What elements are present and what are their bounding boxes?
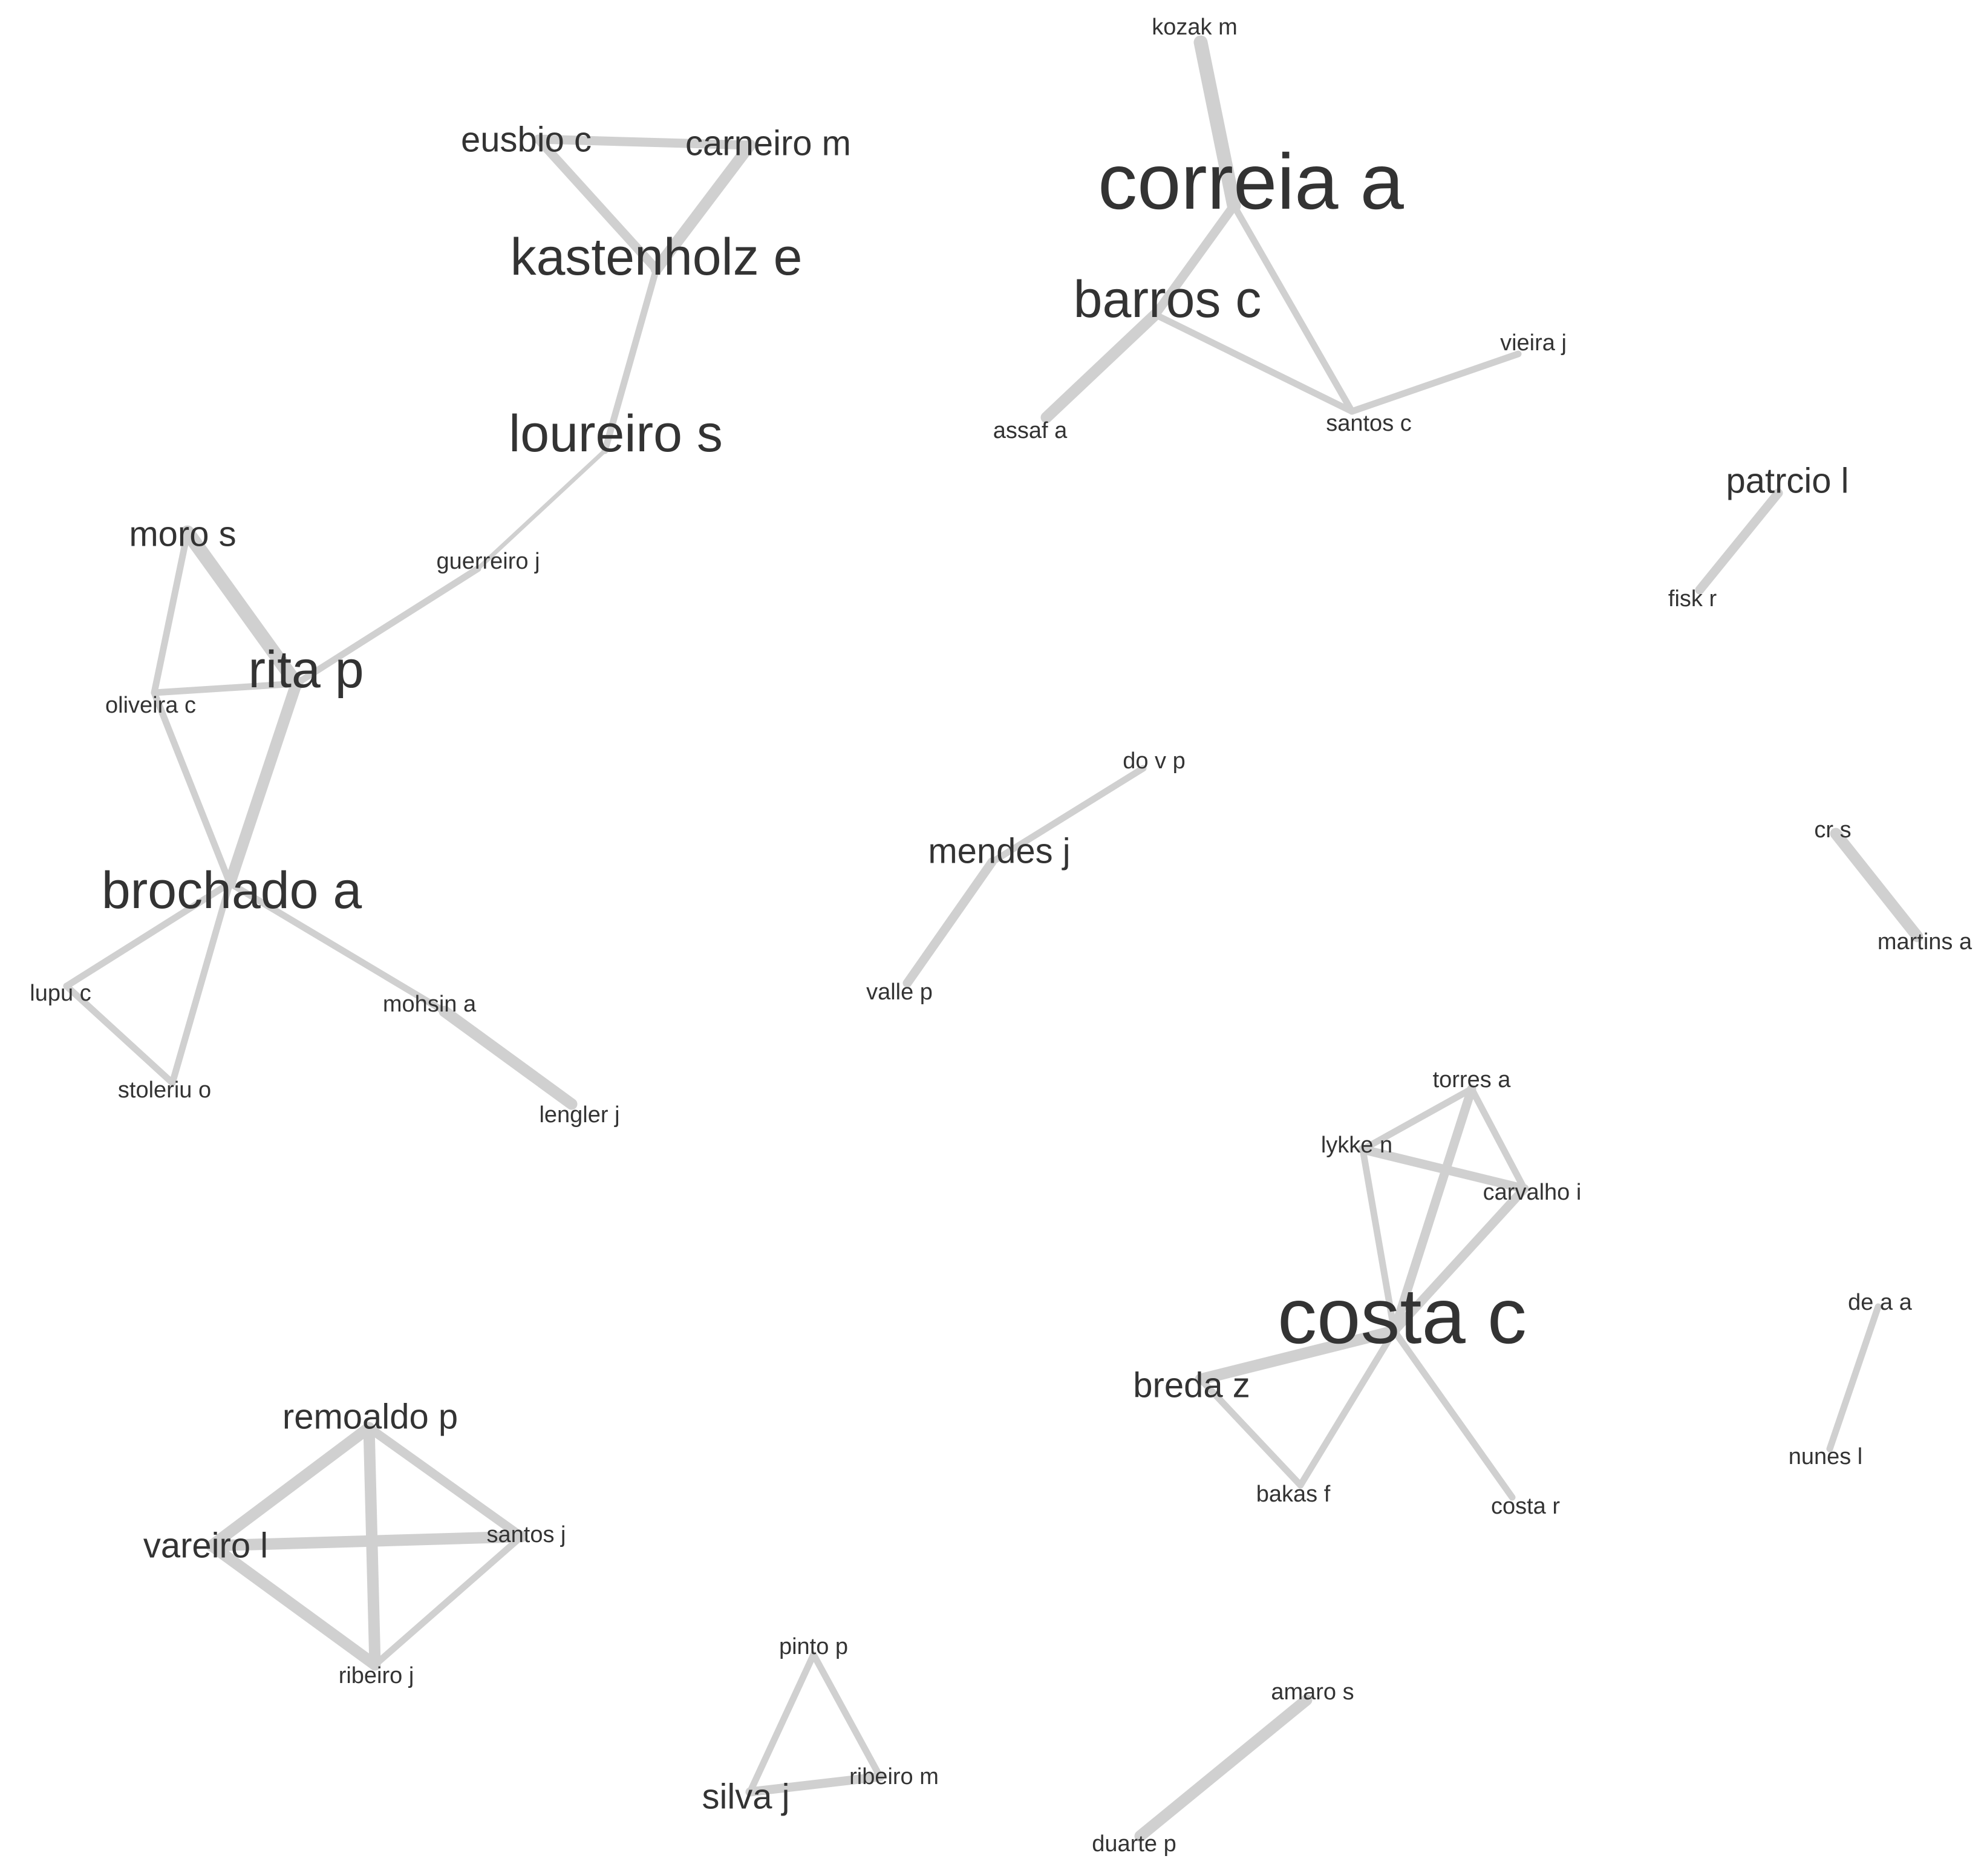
edge-moro-rita — [180, 525, 304, 691]
edge-costac-bakas — [1297, 1327, 1398, 1489]
edge-pinto-ribeirom — [810, 1651, 884, 1780]
edge-carneiro-kastenholz — [650, 139, 756, 275]
node-label-correia: correia a — [1098, 137, 1404, 226]
edge-deaa-nunes — [1826, 1303, 1882, 1453]
node-label-amaro: amaro s — [1271, 1679, 1354, 1705]
edge-kozak-correia — [1193, 35, 1241, 213]
edge-correia-santosc — [1230, 202, 1356, 415]
edge-dov-mendes — [988, 765, 1147, 866]
node-label-remoaldo: remoaldo p — [282, 1397, 458, 1437]
node-label-martins: martins a — [1878, 929, 1972, 955]
node-label-mendes: mendes j — [928, 832, 1070, 871]
node-label-loureiro: loureiro s — [509, 405, 723, 463]
node-label-nunes: nunes l — [1789, 1444, 1863, 1469]
edge-barros-assaf — [1040, 309, 1161, 423]
edge-santosc-vieira — [1348, 350, 1522, 415]
edge-oliveira-brochado — [151, 689, 233, 887]
node-label-crs: cr s — [1814, 817, 1851, 843]
edge-eusbio-kastenholz — [533, 134, 661, 274]
edge-lykke-costac — [1359, 1146, 1398, 1335]
node-label-kozak: kozak m — [1152, 15, 1237, 40]
node-label-ribeiroj: ribeiro j — [339, 1663, 414, 1688]
node-label-lengler: lengler j — [539, 1102, 619, 1128]
node-label-carvalho: carvalho i — [1483, 1180, 1582, 1205]
edge-mendes-valle — [902, 857, 997, 988]
node-label-santosc: santos c — [1326, 411, 1412, 436]
edge-guerreiro-rita — [293, 565, 481, 687]
edge-brochado-mohsin — [226, 880, 448, 1015]
node-label-carneiro: carneiro m — [685, 124, 851, 163]
node-label-pinto: pinto p — [779, 1634, 848, 1659]
node-label-ribeirom: ribeiro m — [849, 1764, 939, 1789]
node-label-costar: costa r — [1491, 1494, 1560, 1519]
node-label-rita: rita p — [248, 641, 364, 699]
node-label-vareiro: vareiro l — [143, 1526, 268, 1566]
node-label-santosj: santos j — [487, 1522, 566, 1548]
node-label-torres: torres a — [1433, 1067, 1512, 1093]
edge-lupu-stoleriu — [63, 982, 176, 1087]
node-label-kastenholz: kastenholz e — [511, 228, 803, 286]
node-label-vieira: vieira j — [1500, 330, 1567, 356]
edge-rita-brochado — [224, 678, 302, 889]
node-label-stoleriu: stoleriu o — [118, 1077, 211, 1103]
node-label-guerreiro: guerreiro j — [436, 549, 540, 574]
node-label-costac: costa c — [1277, 1272, 1527, 1360]
node-label-eusbio: eusbio c — [461, 120, 592, 160]
edge-oliveira-rita — [151, 680, 300, 696]
edge-moro-oliveira — [151, 529, 191, 696]
node-label-valle: valle p — [866, 979, 933, 1005]
node-label-duarte: duarte p — [1092, 1831, 1176, 1857]
edge-costac-costar — [1391, 1327, 1516, 1501]
edge-torres-carvalho — [1468, 1085, 1528, 1192]
edge-breda-bakas — [1197, 1376, 1304, 1489]
edge-pinto-silva — [746, 1651, 817, 1796]
edge-remoaldo-santosj — [364, 1423, 526, 1541]
node-label-lykke: lykke n — [1321, 1132, 1392, 1158]
edge-loureiro-guerreiro — [475, 448, 607, 571]
node-label-dov: do v p — [1123, 748, 1186, 774]
node-label-patrcio: patrcio l — [1726, 462, 1848, 501]
node-label-barros: barros c — [1074, 270, 1262, 328]
node-label-breda: breda z — [1133, 1366, 1250, 1405]
edge-kastenholz-loureiro — [601, 266, 660, 454]
edge-vareiro-santosj — [206, 1531, 527, 1552]
node-label-silva: silva j — [702, 1777, 789, 1817]
edge-santosj-ribeiroj — [371, 1533, 525, 1668]
node-label-lupu: lupu c — [30, 981, 91, 1006]
edge-layer — [63, 35, 1923, 1842]
node-layer: kozak m correia a barros c vieira j assaf a s… — [30, 15, 1972, 1857]
node-label-brochado: brochado a — [102, 861, 362, 920]
edge-brochado-lupu — [63, 880, 233, 990]
edge-remoaldo-vareiro — [206, 1422, 375, 1552]
edge-amaro-duarte — [1134, 1694, 1313, 1842]
node-label-mohsin: mohsin a — [383, 992, 477, 1017]
edge-torres-lykke — [1359, 1085, 1475, 1153]
edge-carvalho-costac — [1389, 1184, 1529, 1336]
node-label-fisk: fisk r — [1668, 586, 1717, 612]
edge-patrcio-fisk — [1695, 488, 1783, 595]
node-label-assaf: assaf a — [993, 418, 1068, 443]
edge-barros-santosc — [1152, 311, 1356, 415]
edge-correia-barros — [1150, 201, 1239, 319]
edge-brochado-stoleriu — [169, 880, 233, 1087]
edge-vareiro-ribeiroj — [206, 1540, 381, 1671]
edge-costac-breda — [1195, 1325, 1400, 1385]
node-label-oliveira: oliveira c — [105, 693, 196, 718]
edge-mohsin-lengler — [439, 1005, 578, 1110]
edge-torres-costac — [1389, 1084, 1476, 1336]
edge-crs-martins — [1830, 828, 1923, 943]
edge-silva-ribeirom — [745, 1772, 885, 1797]
node-label-moro: moro s — [129, 515, 236, 554]
edge-eusbio-carneiro — [533, 134, 755, 150]
node-label-bakas: bakas f — [1256, 1482, 1331, 1507]
node-label-deaa: de a a — [1848, 1290, 1913, 1315]
